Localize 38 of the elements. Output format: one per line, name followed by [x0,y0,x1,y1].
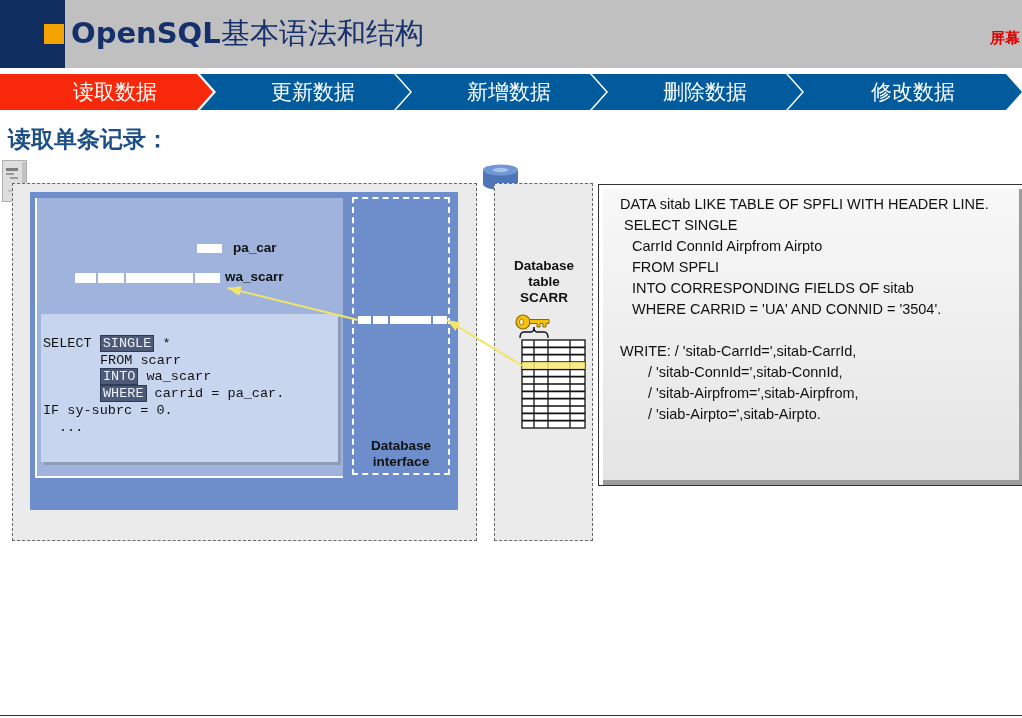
dashed-panel [12,183,477,541]
arrow [226,286,359,321]
code-panel [41,314,338,462]
variable-label: wa_scarr [225,269,284,285]
code-line: IF sy-subrc = 0. [43,402,173,420]
code-line: DATA sitab LIKE TABLE OF SPFLI WITH HEADER LINE. [620,195,989,214]
box-label: Database interface [369,438,432,470]
slide-title: OpenSQL基本语法和结构 [71,15,424,52]
interface-box [352,197,450,475]
code-line: WHERE carrid = pa_car. [43,386,285,403]
breadcrumb-step: 新增数据 [396,74,606,110]
code-line: SELECT SINGLE* [43,336,171,353]
section-heading: 读取单条记录： [8,124,169,154]
program-panel [35,198,343,478]
code-line: / 'siab-Airpto=',sitab-Airpto. [647,405,821,424]
code-line: FROM scarr [99,352,181,370]
code-line: WRITE: / 'sitab-CarrId=',sitab-CarrId, [620,342,857,361]
highlighted-row [522,362,585,369]
code-panel [598,184,1022,486]
breadcrumb-step: 读取数据 [0,74,213,110]
corner-note: 屏幕 [990,28,1020,48]
table-title: Database table SCARR [512,258,575,306]
code-line: / 'sitab-ConnId=',sitab-ConnId, [647,363,843,382]
process-panel [30,192,458,510]
code-line: / 'sitab-Airpfrom=',sitab-Airpfrom, [647,384,859,403]
code-line: INTO CORRESPONDING FIELDS OF sitab [631,279,914,298]
code-line: FROM SPFLI [631,258,719,277]
breadcrumb-step: 更新数据 [200,74,410,110]
arrow [446,319,523,367]
dashed-panel [494,183,593,541]
code-line: SELECT SINGLE [623,216,738,235]
code-line: WHERE CARRID = 'UA' AND CONNID = '3504'. [631,300,942,319]
code-line: CarrId ConnId Airpfrom Airpto [631,237,823,256]
breadcrumb-step: 修改数据 [788,74,1022,110]
variable-label: pa_car [233,240,277,256]
code-line: ... [58,419,84,437]
breadcrumb-step: 删除数据 [592,74,802,110]
code-line: INTO wa_scarr [43,369,212,387]
